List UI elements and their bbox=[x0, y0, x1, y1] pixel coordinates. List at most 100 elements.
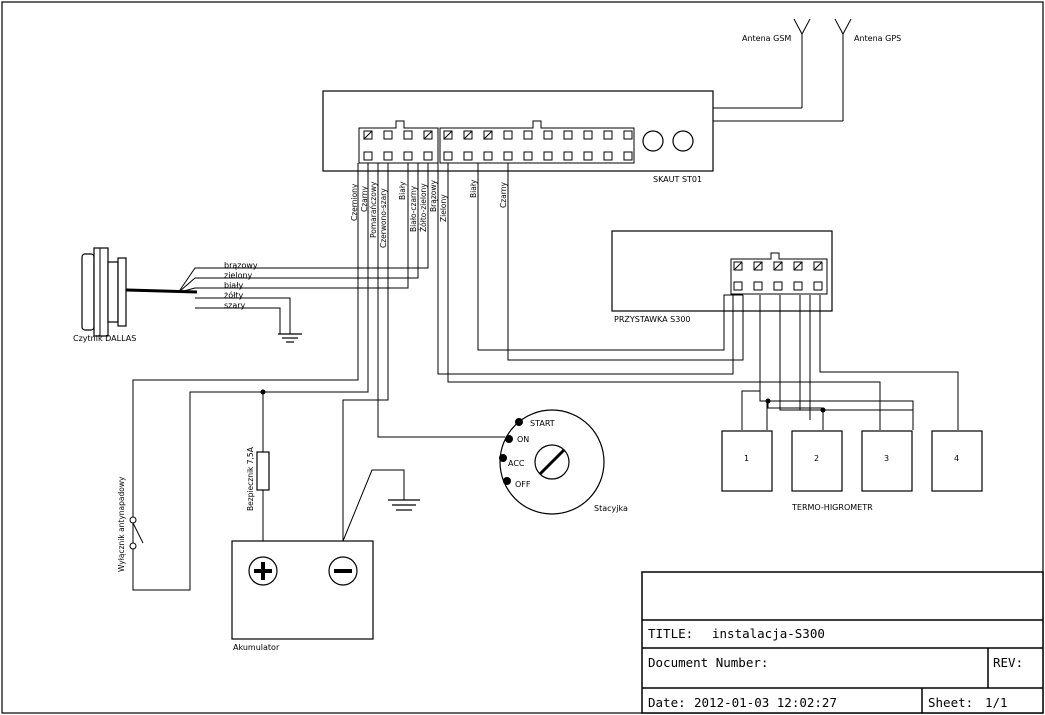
termo-channel-label: 1 bbox=[744, 454, 749, 463]
connector-pin bbox=[523, 151, 533, 161]
switch-antynapadowy: Wyłącznik antynapadowy bbox=[117, 476, 144, 572]
dallas-wire-label: brązowy bbox=[224, 261, 258, 270]
connector-pin bbox=[753, 281, 763, 291]
przystawka-label: PRZYSTAWKA S300 bbox=[614, 315, 691, 324]
przystawka-module: PRZYSTAWKA S300 bbox=[611, 230, 833, 324]
ignition-switch: START ON ACC OFF Stacyjka bbox=[499, 409, 628, 515]
przystawka-pins bbox=[733, 261, 823, 291]
connector-pin-mark bbox=[793, 261, 803, 271]
connector-pin bbox=[403, 151, 413, 161]
fuse-label: Bezpiecznik 7,5A bbox=[246, 446, 255, 511]
connector-pin-mark bbox=[753, 261, 763, 271]
termo-channel-label: 4 bbox=[954, 454, 959, 463]
connector-pin bbox=[563, 130, 573, 140]
date-label: Date: bbox=[648, 695, 686, 710]
connector-pin-mark bbox=[463, 130, 473, 140]
connector-pin-mark bbox=[443, 130, 453, 140]
wire-label: Czerniony bbox=[350, 183, 359, 221]
fuse: Bezpiecznik 7,5A bbox=[246, 446, 270, 511]
ground-icon bbox=[388, 499, 420, 511]
ground-icon bbox=[278, 333, 302, 343]
ignition-position: ACC bbox=[508, 459, 525, 468]
sheet-label: Sheet: bbox=[928, 695, 973, 710]
skaut-module: SKAUT ST01 bbox=[322, 90, 714, 184]
antenna-gps-label: Antena GPS bbox=[854, 34, 901, 43]
antenna-gsm-label: Antena GSM bbox=[742, 34, 791, 43]
battery-minus-icon bbox=[334, 569, 352, 573]
connector-pin bbox=[583, 151, 593, 161]
connector-pin bbox=[603, 151, 613, 161]
wire-junction bbox=[260, 389, 266, 395]
wire-label: Żółto-zielony bbox=[419, 183, 428, 232]
wire-label: Biały bbox=[398, 181, 407, 200]
termo-box-3 bbox=[861, 430, 913, 492]
termo-channel-label: 2 bbox=[814, 454, 819, 463]
connector-pin bbox=[383, 130, 393, 140]
connector-pin bbox=[463, 151, 473, 161]
termo-box-4 bbox=[931, 430, 983, 492]
title-block: TITLE: instalacja-S300 Document Number: … bbox=[641, 571, 1044, 714]
connector-pin-mark bbox=[733, 261, 743, 271]
connector-pin bbox=[543, 130, 553, 140]
dallas-reader: Czytnik DALLAS brązowy zielony biały żół… bbox=[73, 247, 258, 343]
wire-label: Zielony bbox=[439, 194, 448, 222]
skaut-socket-1 bbox=[642, 130, 664, 152]
wire-label: Biało-czarny bbox=[409, 185, 418, 232]
dallas-wire-label: szary bbox=[224, 301, 246, 310]
wire-label: Pomarańczowy bbox=[369, 181, 378, 238]
skaut-label: SKAUT ST01 bbox=[653, 175, 702, 184]
dallas-label: Czytnik DALLAS bbox=[73, 334, 136, 343]
connector-pin bbox=[483, 151, 493, 161]
antenna-gsm: Antena GSM bbox=[713, 18, 811, 109]
wire-junction bbox=[820, 407, 826, 413]
title-label: TITLE: bbox=[648, 626, 693, 641]
wire-label: Czerwono-szary bbox=[379, 188, 388, 248]
connector-pin bbox=[623, 130, 633, 140]
wire-label: Czarny bbox=[360, 186, 369, 212]
dallas-wire-label: żółty bbox=[224, 290, 244, 300]
connector-pin-mark bbox=[813, 261, 823, 271]
termo-box-1 bbox=[721, 430, 773, 492]
connector-pin bbox=[363, 151, 373, 161]
rev-label: REV: bbox=[993, 655, 1023, 670]
wire-label: Czarny bbox=[499, 182, 508, 208]
switch-label: Wyłącznik antynapadowy bbox=[117, 476, 126, 572]
battery: Akumulator bbox=[231, 540, 374, 652]
ignition-position: START bbox=[530, 419, 555, 428]
title-value: instalacja-S300 bbox=[712, 626, 825, 641]
termo-channel-label: 3 bbox=[884, 454, 889, 463]
skaut-wire-labels: Czerniony Czarny Pomarańczowy Czerwono-s… bbox=[350, 179, 508, 248]
skaut-connector-left bbox=[358, 120, 439, 164]
connector-pin-mark bbox=[363, 130, 373, 140]
connector-pin bbox=[773, 281, 783, 291]
wire-junction bbox=[765, 398, 771, 404]
connector-pin bbox=[733, 281, 743, 291]
battery-label: Akumulator bbox=[233, 643, 280, 652]
wires bbox=[132, 163, 959, 591]
connector-pin bbox=[503, 151, 513, 161]
termo-label: TERMO-HIGROMETR bbox=[791, 503, 873, 512]
connector-pin bbox=[503, 130, 513, 140]
connector-pin bbox=[543, 151, 553, 161]
connector-pin-mark bbox=[483, 130, 493, 140]
battery-plus-icon bbox=[261, 562, 265, 580]
connector-pin bbox=[563, 151, 573, 161]
connector-pin bbox=[583, 130, 593, 140]
connector-pin bbox=[793, 281, 803, 291]
ignition-label: Stacyjka bbox=[594, 504, 628, 513]
date-value: 2012-01-03 12:02:27 bbox=[694, 695, 837, 710]
connector-pin bbox=[523, 130, 533, 140]
antenna-gps: Antena GPS bbox=[713, 18, 901, 122]
ignition-position: OFF bbox=[515, 480, 531, 489]
connector-pin bbox=[603, 130, 613, 140]
connector-pin bbox=[423, 151, 433, 161]
termo-box-2 bbox=[791, 430, 843, 492]
dallas-wire-label: biały bbox=[224, 281, 243, 290]
connector-pin bbox=[813, 281, 823, 291]
ignition-position: ON bbox=[517, 435, 529, 444]
termo-higrometr: 1 2 3 4 TERMO-HIGROMETR bbox=[721, 430, 983, 512]
skaut-pins bbox=[363, 130, 633, 161]
connector-pin bbox=[403, 130, 413, 140]
connector-pin bbox=[443, 151, 453, 161]
